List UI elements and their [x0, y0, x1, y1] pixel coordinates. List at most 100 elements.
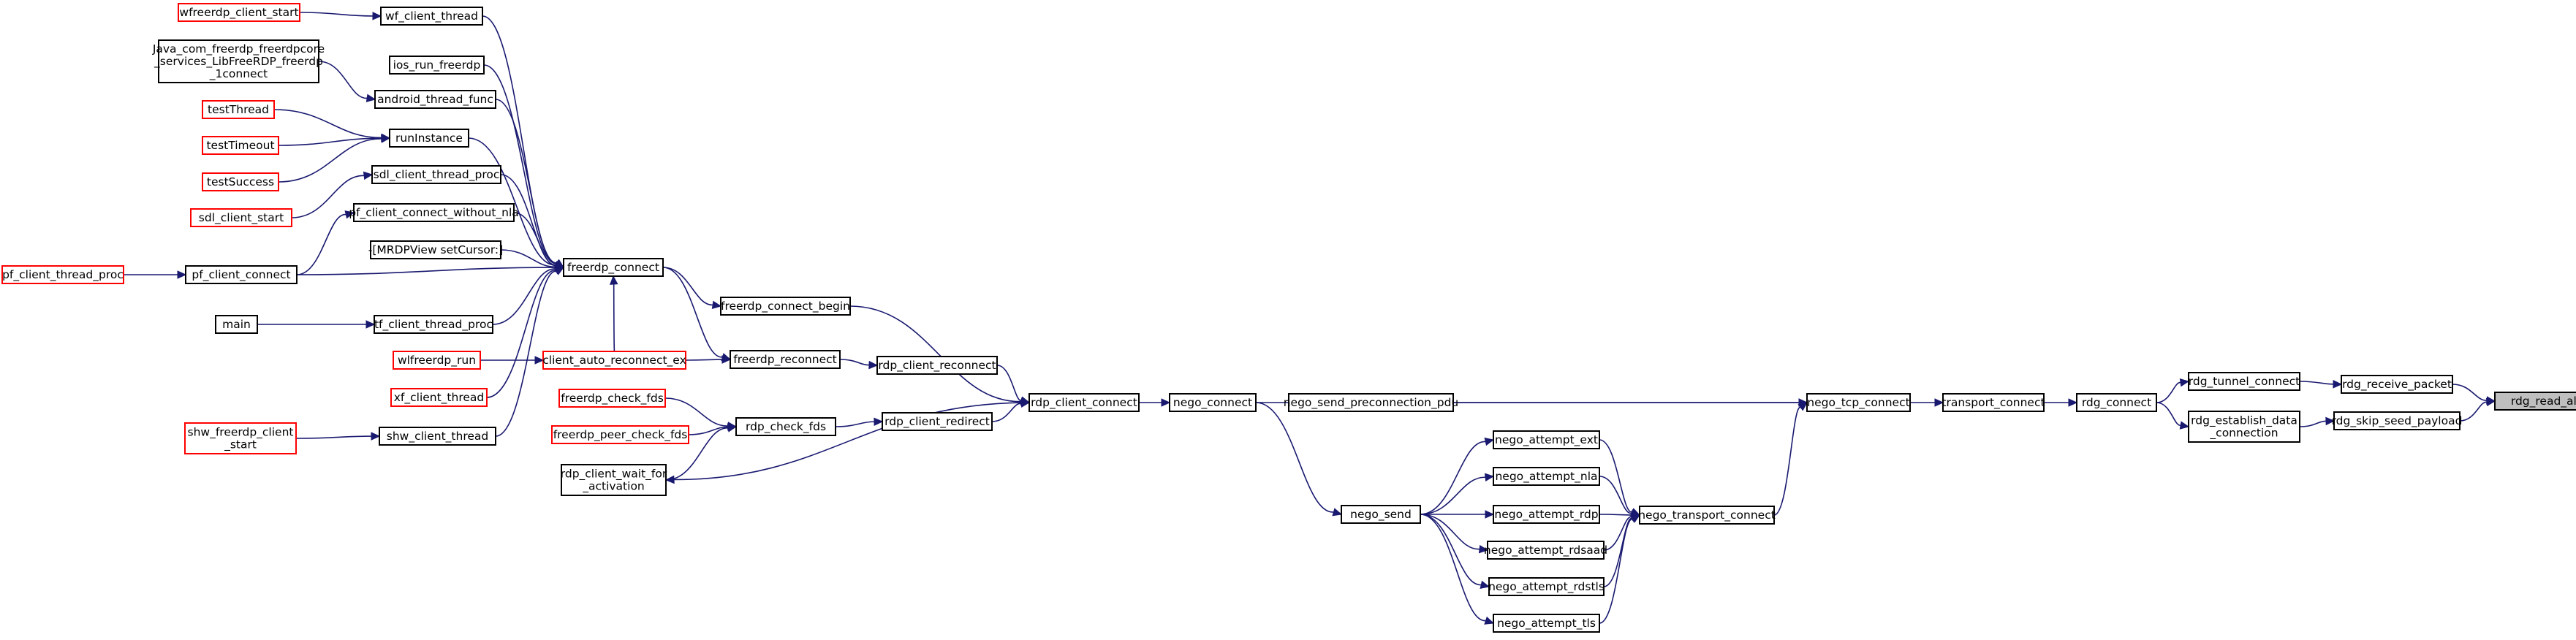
node-tf-client-thread-proc[interactable]: tf_client_thread_proc: [374, 315, 493, 334]
node-box[interactable]: [178, 3, 300, 22]
node-box[interactable]: [1, 265, 124, 284]
node-nego-attempt-rdsaad[interactable]: nego_attempt_rdsaad: [1484, 541, 1607, 560]
node-box[interactable]: [1493, 430, 1600, 449]
node-testThread[interactable]: testThread: [202, 100, 275, 119]
node-box[interactable]: [1493, 467, 1600, 486]
node-box[interactable]: [202, 100, 275, 119]
node-rdp-check-fds[interactable]: rdp_check_fds: [735, 417, 836, 436]
node-box[interactable]: [735, 417, 836, 436]
node-nego-transport-connect[interactable]: nego_transport_connect: [1638, 506, 1776, 525]
node-box[interactable]: [1028, 393, 1140, 412]
node-pf-client-thread-proc[interactable]: pf_client_thread_proc: [1, 265, 124, 284]
node-rdp-client-redirect[interactable]: rdp_client_redirect: [882, 412, 993, 431]
node-xf-client-thread[interactable]: xf_client_thread: [390, 388, 488, 407]
node-box[interactable]: [563, 258, 664, 277]
node-box[interactable]: [542, 351, 686, 370]
node-java-libfreerdp-connect[interactable]: Java_com_freerdp_freerdpcore_services_Li…: [152, 39, 325, 83]
node-box[interactable]: [720, 297, 851, 316]
node-box[interactable]: [1169, 393, 1257, 412]
node-box[interactable]: [390, 388, 488, 407]
node-box[interactable]: [561, 464, 667, 496]
node-client-auto-reconnect-ex[interactable]: client_auto_reconnect_ex: [542, 351, 686, 370]
node-box[interactable]: [202, 136, 279, 155]
node-box[interactable]: [2494, 392, 2576, 411]
node-box[interactable]: [353, 203, 515, 222]
node-box[interactable]: [1487, 541, 1605, 560]
node-rdp-client-wait-for-activation[interactable]: rdp_client_wait_for_activation: [561, 464, 667, 496]
node-box[interactable]: [389, 129, 469, 148]
node-rdg-receive-packet[interactable]: rdg_receive_packet: [2341, 375, 2453, 394]
node-testTimeout[interactable]: testTimeout: [202, 136, 279, 155]
node-shw-freerdp-client-start[interactable]: shw_freerdp_client_start: [184, 422, 297, 454]
node-shw-client-thread[interactable]: shw_client_thread: [379, 427, 496, 446]
node-main[interactable]: main: [215, 315, 258, 334]
node-box[interactable]: [876, 356, 998, 375]
node-wlfreerdp-run[interactable]: wlfreerdp_run: [393, 351, 481, 370]
node-nego-attempt-rdp[interactable]: nego_attempt_rdp: [1493, 505, 1600, 524]
node-box[interactable]: [1341, 505, 1421, 524]
node-rdg-connect[interactable]: rdg_connect: [2076, 393, 2157, 412]
node-pf-client-connect[interactable]: pf_client_connect: [185, 265, 298, 284]
node-box[interactable]: [2341, 375, 2453, 394]
node-nego-attempt-ext[interactable]: nego_attempt_ext: [1493, 430, 1600, 449]
node-box[interactable]: [379, 427, 496, 446]
node-nego-attempt-tls[interactable]: nego_attempt_tls: [1493, 614, 1600, 633]
node-box[interactable]: [2333, 411, 2461, 430]
node-nego-connect[interactable]: nego_connect: [1169, 393, 1257, 412]
node-testSuccess[interactable]: testSuccess: [202, 172, 279, 191]
node-box[interactable]: [393, 351, 481, 370]
node-box[interactable]: [1493, 505, 1600, 524]
node-box[interactable]: [1942, 393, 2045, 412]
node-nego-attempt-rdstls[interactable]: nego_attempt_rdstls: [1488, 577, 1605, 596]
node-rdg-read-all[interactable]: rdg_read_all: [2494, 392, 2576, 411]
node-box[interactable]: [2076, 393, 2157, 412]
node-freerdp-connect[interactable]: freerdp_connect: [563, 258, 664, 277]
node-pf-client-connect-without-nla[interactable]: pf_client_connect_without_nla: [349, 203, 519, 222]
node-box[interactable]: [1639, 506, 1775, 525]
node-nego-attempt-nla[interactable]: nego_attempt_nla: [1493, 467, 1600, 486]
node-nego-send[interactable]: nego_send: [1341, 505, 1421, 524]
node-freerdp-check-fds[interactable]: freerdp_check_fds: [558, 389, 666, 408]
node-box[interactable]: [389, 56, 485, 75]
node-box[interactable]: [370, 240, 501, 259]
node-box[interactable]: [374, 315, 493, 334]
node-runInstance[interactable]: runInstance: [389, 129, 469, 148]
node-box[interactable]: [1288, 393, 1454, 412]
node-box[interactable]: [1488, 577, 1605, 596]
node-nego-tcp-connect[interactable]: nego_tcp_connect: [1806, 393, 1911, 412]
node-transport-connect[interactable]: transport_connect: [1942, 393, 2045, 412]
node-box[interactable]: [2188, 372, 2300, 391]
node-wf-client-thread[interactable]: wf_client_thread: [380, 7, 483, 26]
node-sdl-client-start[interactable]: sdl_client_start: [190, 208, 292, 227]
node-freerdp-connect-begin[interactable]: freerdp_connect_begin: [720, 297, 851, 316]
node-rdg-tunnel-connect[interactable]: rdg_tunnel_connect: [2188, 372, 2300, 391]
node-box[interactable]: [1493, 614, 1600, 633]
node-rdg-establish-data-connection[interactable]: rdg_establish_data_connection: [2188, 411, 2300, 443]
node-box[interactable]: [558, 389, 666, 408]
node-android-thread-func[interactable]: android_thread_func: [374, 90, 496, 109]
node-ios-run-freerdp[interactable]: ios_run_freerdp: [389, 56, 485, 75]
node-freerdp-reconnect[interactable]: freerdp_reconnect: [730, 350, 841, 369]
node-mrdpview-setcursor[interactable]: -[MRDPView setCursor:]: [368, 240, 503, 259]
node-box[interactable]: [185, 265, 298, 284]
node-box[interactable]: [730, 350, 841, 369]
node-nego-send-preconnection-pdu[interactable]: nego_send_preconnection_pdu: [1284, 393, 1459, 412]
node-wfreerdp-client-start[interactable]: wfreerdp_client_start: [178, 3, 300, 22]
node-box[interactable]: [371, 165, 501, 184]
node-box[interactable]: [2188, 411, 2300, 443]
node-box[interactable]: [158, 39, 319, 83]
node-box[interactable]: [882, 412, 993, 431]
node-rdp-client-connect[interactable]: rdp_client_connect: [1028, 393, 1140, 412]
node-box[interactable]: [190, 208, 292, 227]
node-rdg-skip-seed-payload[interactable]: rdg_skip_seed_payload: [2332, 411, 2463, 430]
node-sdl-client-thread-proc[interactable]: sdl_client_thread_proc: [371, 165, 501, 184]
node-freerdp-peer-check-fds[interactable]: freerdp_peer_check_fds: [551, 425, 689, 444]
node-box[interactable]: [374, 90, 496, 109]
node-rdp-client-reconnect[interactable]: rdp_client_reconnect: [876, 356, 998, 375]
node-box[interactable]: [215, 315, 258, 334]
node-box[interactable]: [551, 425, 689, 444]
node-box[interactable]: [184, 422, 297, 454]
node-box[interactable]: [1806, 393, 1911, 412]
node-box[interactable]: [380, 7, 483, 26]
node-box[interactable]: [202, 172, 279, 191]
